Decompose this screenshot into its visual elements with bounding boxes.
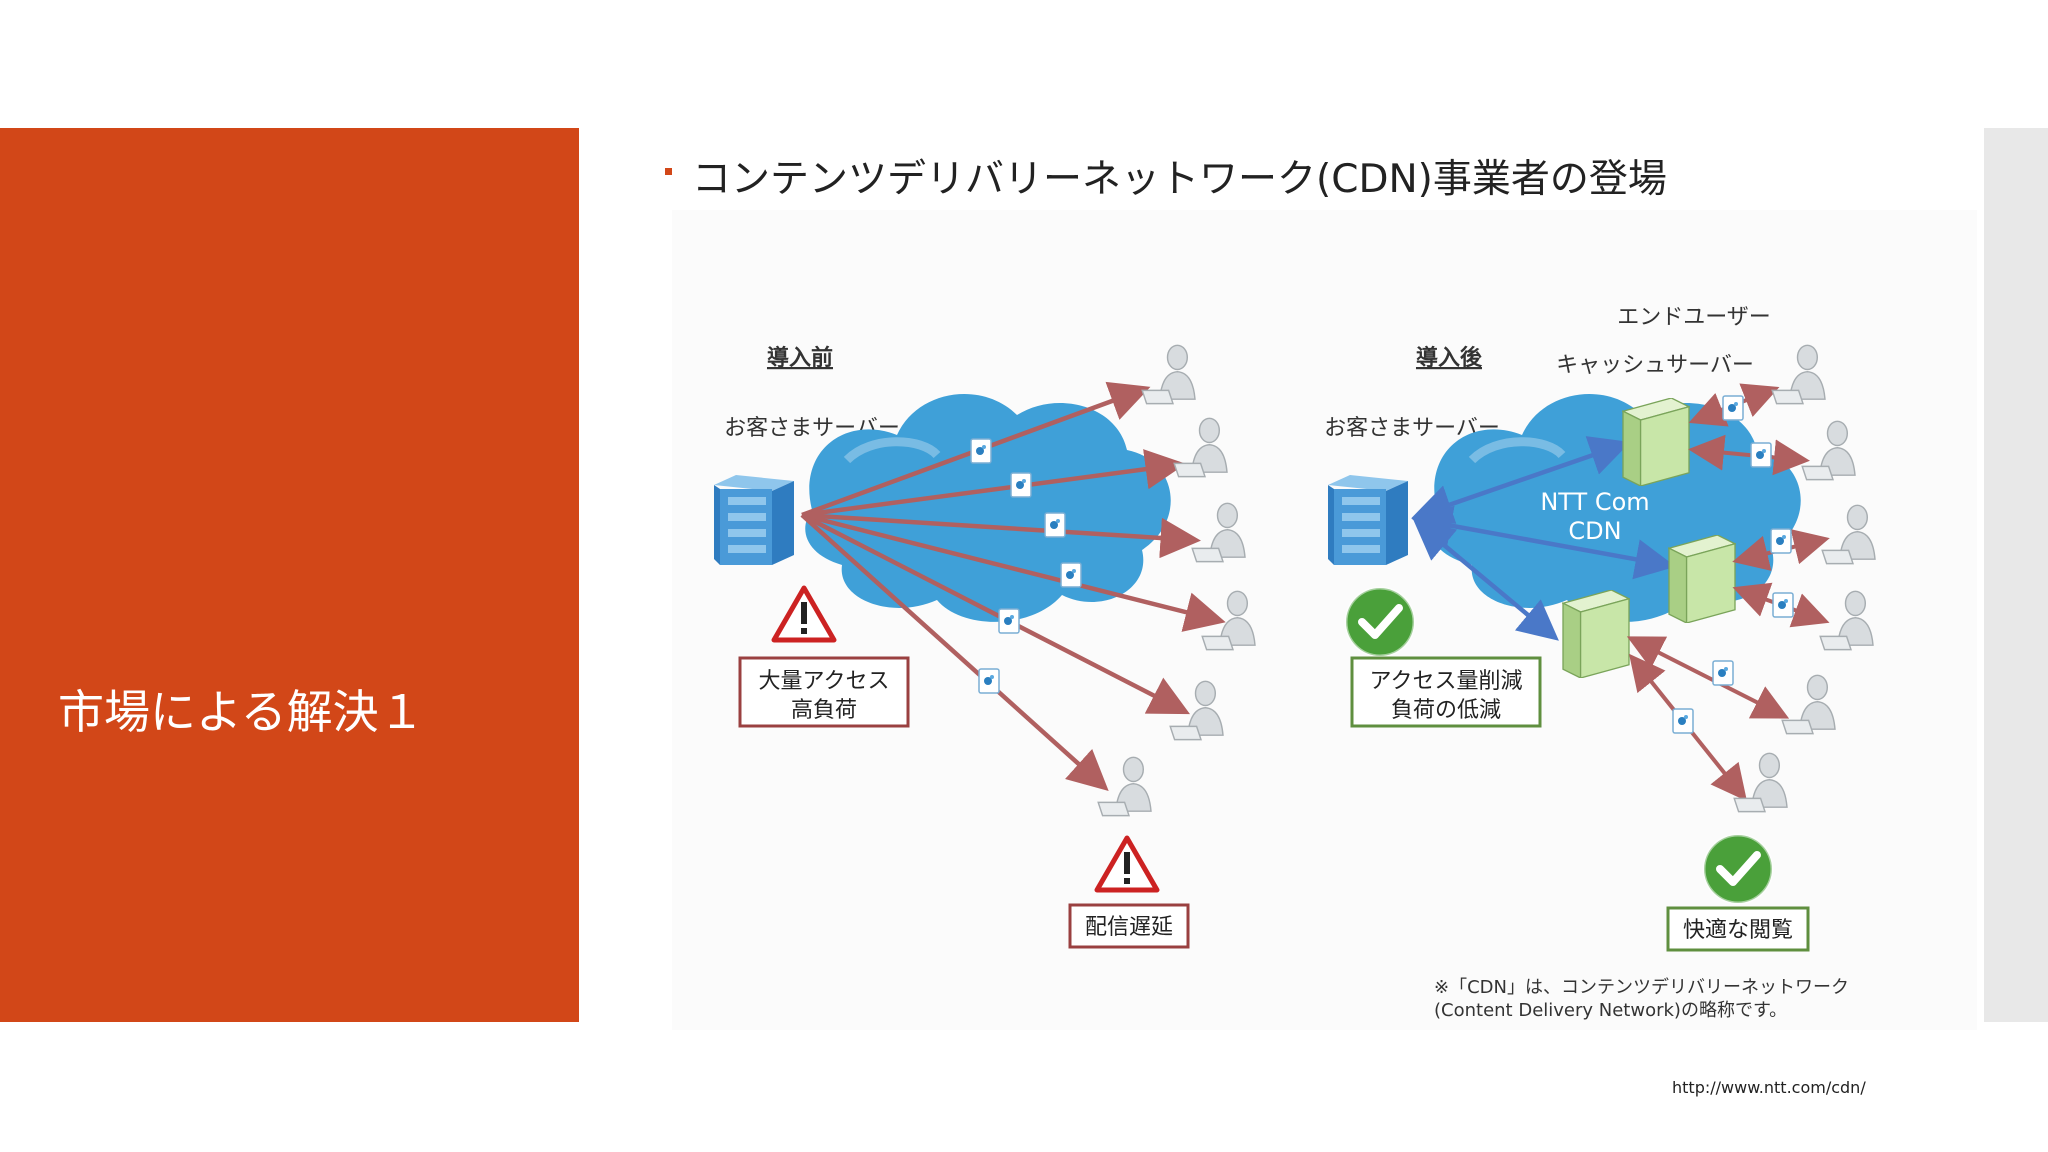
before-cloud-highlight [843, 437, 941, 464]
footnote-line-2: (Content Delivery Network)の略称です。 [1434, 1000, 1787, 1021]
cdn-diagram-svg: 導入前 お客さまサーバー 大量アクセス 高負荷 配信遅延 エンドユーザー 導入後… [672, 210, 1977, 1030]
check-icon [1702, 833, 1774, 905]
high-load-line-2: 高負荷 [791, 698, 857, 723]
cache-servers-label: キャッシュサーバー [1556, 353, 1754, 378]
load-reduction-box [1350, 656, 1542, 728]
content-file-icon [1722, 395, 1744, 421]
before-heading: 導入前 [767, 345, 833, 371]
content-file-icon [970, 438, 992, 464]
end-users-label: エンドユーザー [1617, 305, 1771, 330]
after-heading: 導入後 [1416, 345, 1483, 371]
load-reduction-line-2: 負荷の低減 [1391, 698, 1501, 723]
cdn-cloud-label-2: CDN [1568, 517, 1621, 545]
high-load-box [738, 656, 910, 728]
cache-user-arrow-2 [1688, 434, 1810, 476]
before-arrow-2 [801, 449, 1186, 518]
source-url: http://www.ntt.com/cdn/ [1672, 1078, 1866, 1097]
check-icon [1344, 586, 1416, 658]
bullet-text: コンテンツデリバリーネットワーク(CDN)事業者の登場 [692, 157, 1667, 202]
cache-server-1 [1622, 398, 1690, 486]
comfortable-browsing-label: 快適な閲覧 [1683, 918, 1793, 943]
origin-cache-arrow-1 [1411, 436, 1631, 524]
origin-to-cache-arrows [1411, 436, 1676, 641]
load-reduction-line-1: アクセス量削減 [1370, 669, 1523, 694]
origin-cache-arrow-3 [1413, 519, 1559, 641]
slide-title: 市場による解決１ [58, 685, 425, 739]
content-file-icon [978, 668, 1000, 694]
content-file-icon [1010, 472, 1032, 498]
content-file-icon [1770, 528, 1792, 554]
before-arrow-4 [801, 512, 1226, 632]
delay-label: 配信遅延 [1085, 915, 1173, 940]
right-edge-strip [1984, 128, 2048, 1022]
content-file-icon [1750, 442, 1772, 468]
cdn-cloud-label-1: NTT Com [1540, 488, 1649, 516]
content-file-icon [1672, 708, 1694, 734]
before-arrows [800, 381, 1226, 792]
high-load-line-1: 大量アクセス [759, 669, 890, 694]
footnote-line-1: ※「CDN」は、コンテンツデリバリーネットワーク [1434, 977, 1849, 998]
content-file-icon [1060, 562, 1082, 588]
cache-server-2 [1668, 535, 1736, 623]
comfortable-browsing-box [1666, 906, 1810, 952]
cdn-diagram: 導入前 お客さまサーバー 大量アクセス 高負荷 配信遅延 エンドユーザー 導入後… [672, 210, 1977, 1030]
footer-note: @大妻女子大学(2014/10/22) [46, 1044, 439, 1078]
page-number: 23 [50, 1103, 94, 1139]
content-file-icon [1044, 512, 1066, 538]
content-file-icon [1712, 660, 1734, 686]
cache-server-3 [1562, 590, 1630, 678]
title-panel: 市場による解決１ @大妻女子大学(2014/10/22) 23 [0, 128, 579, 1139]
delay-box [1068, 903, 1190, 949]
warning-icon [771, 585, 837, 643]
content-file-icon [1772, 592, 1794, 618]
bullet-item: コンテンツデリバリーネットワーク(CDN)事業者の登場 [665, 148, 1667, 204]
before-arrow-5 [800, 512, 1191, 715]
bullet-icon [665, 168, 672, 175]
before-arrow-6 [800, 513, 1109, 792]
content-file-icon [998, 608, 1020, 634]
warning-icon [1094, 835, 1160, 893]
before-arrow-3 [801, 512, 1201, 559]
